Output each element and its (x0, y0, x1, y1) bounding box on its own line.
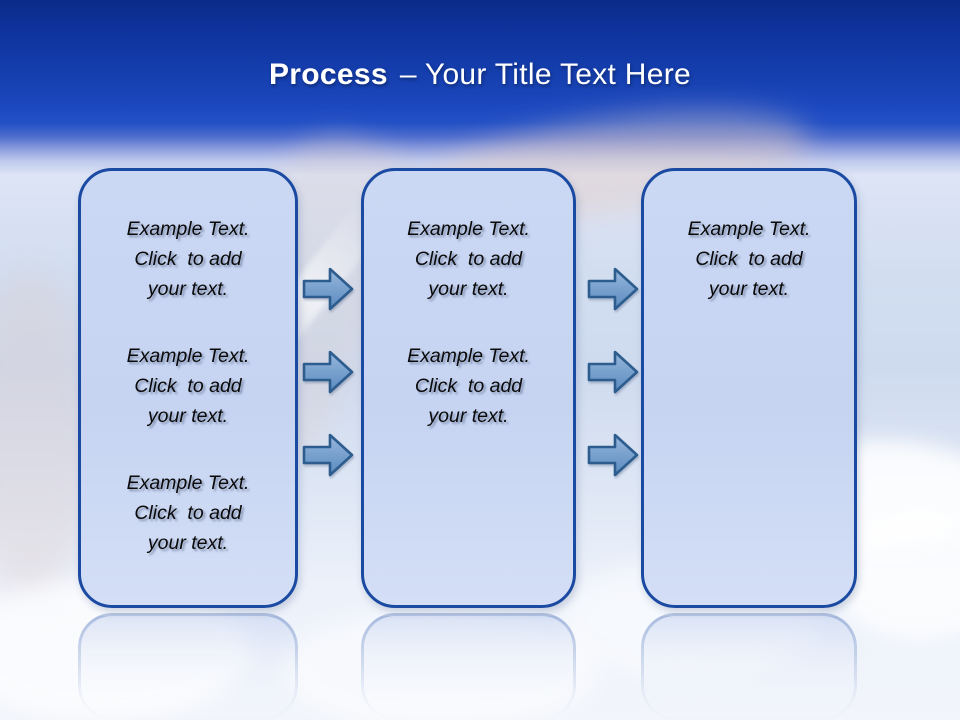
slide-title: Process – Your Title Text Here (269, 58, 691, 92)
process-box-2[interactable]: Example Text. Click to add your text. Ex… (361, 168, 576, 608)
text-block[interactable]: Example Text. Click to add your text. (81, 214, 295, 304)
text-block[interactable]: Example Text. Click to add your text. (644, 214, 854, 304)
right-arrow-icon (302, 350, 354, 394)
text-line: your text. (147, 278, 229, 300)
text-line: Example Text. (126, 472, 250, 494)
text-line: Example Text. (407, 218, 530, 240)
text-block[interactable]: Example Text. Click to add your text. (364, 214, 573, 304)
text-line: Click to add (134, 248, 242, 270)
right-arrow-icon (302, 267, 354, 311)
text-line: your text. (428, 278, 509, 300)
right-arrow-icon (587, 433, 639, 477)
title-band-background (0, 0, 960, 175)
text-line: your text. (708, 278, 790, 300)
process-box-3[interactable]: Example Text. Click to add your text. (641, 168, 857, 608)
text-block[interactable]: Example Text. Click to add your text. (81, 468, 295, 558)
text-line: Click to add (414, 248, 523, 270)
text-line: your text. (147, 532, 229, 554)
text-line: your text. (147, 405, 229, 427)
text-line: Example Text. (687, 218, 811, 240)
text-line: Click to add (134, 502, 242, 524)
text-line: Example Text. (126, 218, 250, 240)
text-line: Example Text. (407, 345, 530, 367)
box-reflection (361, 613, 576, 720)
text-line: Click to add (695, 248, 803, 270)
text-line: Example Text. (126, 345, 250, 367)
process-box-3-content: Example Text. Click to add your text. (644, 171, 854, 304)
text-line: your text. (428, 405, 509, 427)
text-line: Click to add (134, 375, 242, 397)
right-arrow-icon (302, 433, 354, 477)
process-box-1-content: Example Text. Click to add your text. Ex… (81, 171, 295, 558)
right-arrow-icon (587, 350, 639, 394)
title-bar: Process – Your Title Text Here (0, 0, 960, 150)
title-subtitle: – Your Title Text Here (399, 58, 692, 91)
title-keyword: Process (268, 58, 388, 91)
text-block[interactable]: Example Text. Click to add your text. (81, 341, 295, 431)
process-box-1[interactable]: Example Text. Click to add your text. Ex… (78, 168, 298, 608)
box-reflection (78, 613, 298, 720)
box-reflection (641, 613, 857, 720)
text-block[interactable]: Example Text. Click to add your text. (364, 341, 573, 431)
process-box-2-content: Example Text. Click to add your text. Ex… (364, 171, 573, 431)
text-line: Click to add (414, 375, 523, 397)
right-arrow-icon (587, 267, 639, 311)
